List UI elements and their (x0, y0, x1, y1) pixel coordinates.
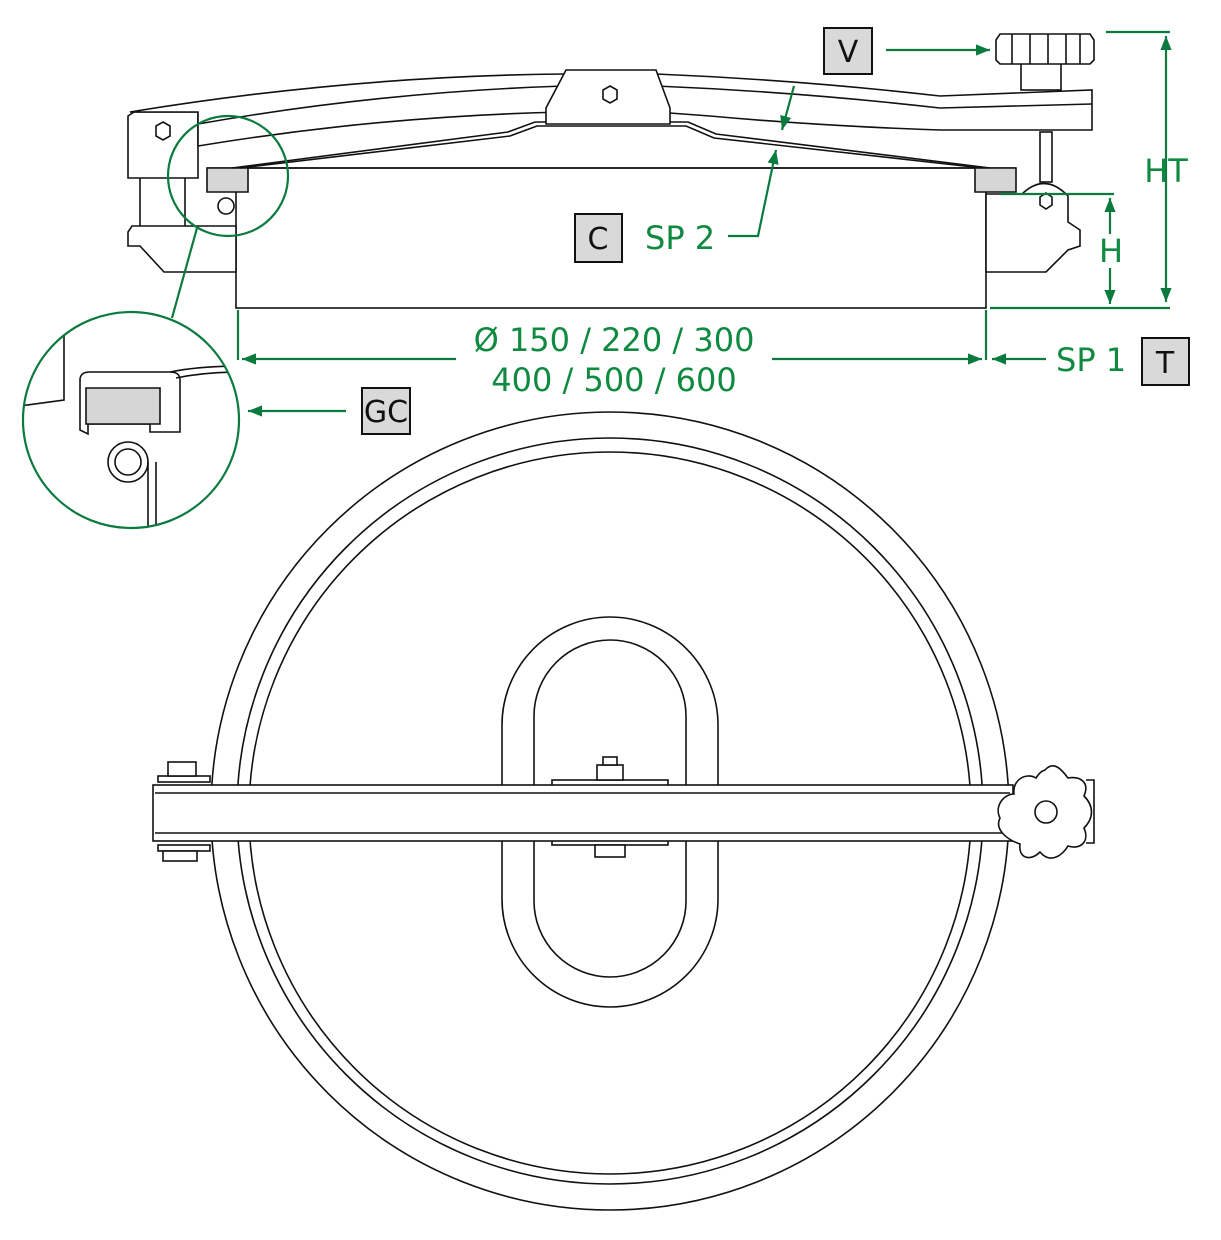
label-v-box (823, 27, 873, 75)
clamp-bar (152, 784, 1014, 842)
detail-marker-circle (166, 114, 290, 238)
label-gc-box (361, 387, 411, 435)
hex-nut-icon (167, 761, 197, 777)
handwheel-side (995, 33, 1095, 91)
label-v: V (838, 35, 859, 70)
detail-circle (21, 310, 241, 530)
hinge-right (985, 182, 1081, 273)
hex-nut-icon (602, 85, 618, 104)
hex-nut-icon (594, 844, 626, 858)
detail-leader-line (170, 227, 199, 319)
ht-extension-lines (990, 30, 1170, 310)
side-view: V C SP 2 HT H Ø 150 / 220 / 300 400 / 50… (127, 27, 1190, 399)
gasket-right (974, 167, 1017, 193)
oval-rib-outer (501, 616, 719, 1008)
label-c: C (588, 222, 609, 257)
diameter-line-1: Ø 150 / 220 / 300 (474, 321, 755, 359)
washer (157, 775, 211, 783)
top-view (152, 411, 1095, 1211)
threaded-rod (1039, 131, 1053, 183)
gasket-left (206, 167, 249, 193)
hex-nut-icon (596, 764, 624, 781)
gasket-detail: GC (21, 310, 411, 530)
detail-gasket (85, 387, 161, 425)
label-t-box (1141, 337, 1190, 386)
hinge-base (127, 225, 237, 273)
diameter-line-2: 400 / 500 / 600 (491, 361, 736, 399)
label-gc: GC (364, 395, 408, 430)
hinge-post (139, 178, 186, 226)
label-sp2: SP 2 (645, 219, 715, 257)
clamp-arm-edge (197, 85, 1093, 125)
center-bracket (545, 69, 671, 125)
clamp-bar-edges (155, 792, 1010, 834)
label-ht: HT (1144, 152, 1188, 190)
label-sp1: SP 1 (1056, 341, 1126, 379)
hex-nut-icon (162, 850, 198, 862)
sp2-leader (728, 149, 779, 238)
hex-nut-icon (1039, 192, 1053, 210)
rolled-edge-left (217, 197, 235, 215)
oval-rib-inner (533, 639, 687, 978)
sp2-arrow-top (780, 85, 796, 131)
washer (157, 844, 211, 852)
label-h: H (1099, 232, 1123, 270)
lid-inner-line (239, 125, 983, 169)
handwheel-knob-icon[interactable] (997, 765, 1095, 859)
diameter-extension-lines (236, 310, 988, 360)
hex-nut-icon (155, 121, 171, 141)
bolt-tip (602, 756, 618, 766)
label-t: T (1155, 346, 1175, 381)
lid (231, 121, 991, 169)
label-c-box (574, 213, 623, 263)
